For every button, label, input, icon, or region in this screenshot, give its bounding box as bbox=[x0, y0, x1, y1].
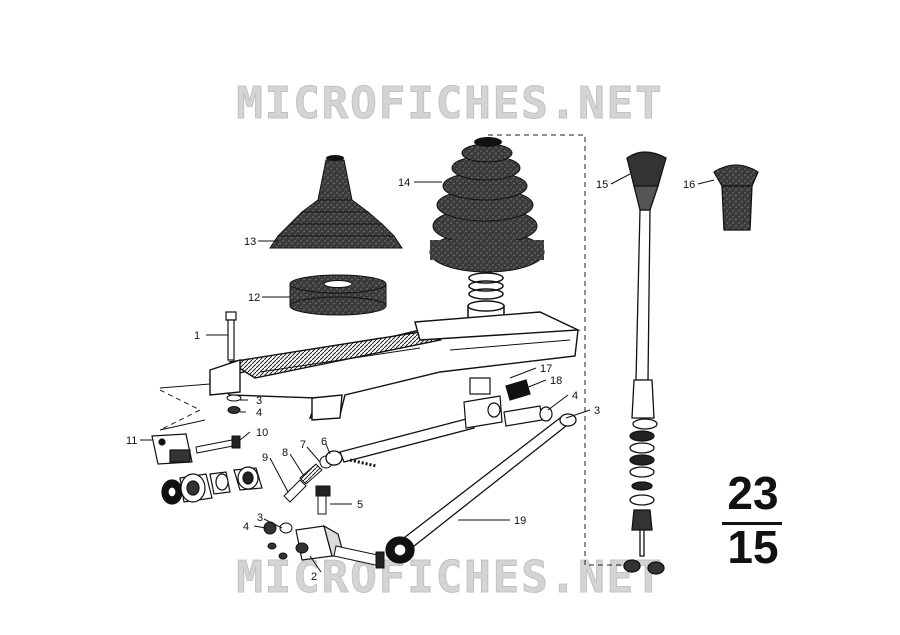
callout-label: 7 bbox=[300, 439, 306, 451]
rubber-boot-13 bbox=[269, 155, 403, 249]
small-parts-9-8-7 bbox=[283, 455, 333, 503]
nuts-3-4-lower bbox=[263, 521, 309, 560]
bolt-5 bbox=[315, 485, 331, 515]
washer-nut-3-4-frame bbox=[226, 394, 242, 414]
callout-label: 4 bbox=[572, 390, 578, 402]
watermark-bottom: MICROFICHES.NET bbox=[236, 552, 664, 604]
callout-label: 1 bbox=[194, 330, 200, 342]
callout-label: 5 bbox=[357, 499, 363, 511]
bushing-set bbox=[161, 466, 263, 505]
shift-rod bbox=[325, 417, 475, 468]
bellows-boot-14 bbox=[429, 137, 545, 273]
callout-label: 4 bbox=[256, 407, 262, 419]
bracket-11 bbox=[151, 433, 193, 465]
callout-label: 17 bbox=[540, 363, 552, 375]
gear-lever-15 bbox=[623, 151, 667, 575]
callout-label: 4 bbox=[243, 521, 249, 533]
callout-label: 10 bbox=[256, 427, 268, 439]
bolt-10 bbox=[195, 435, 241, 454]
bolt-1-lower bbox=[333, 545, 385, 569]
callout-label: 12 bbox=[248, 292, 260, 304]
callout-label: 19 bbox=[514, 515, 526, 527]
page-number-divider bbox=[722, 522, 782, 525]
callout-label: 15 bbox=[596, 179, 608, 191]
callout-label: 9 bbox=[262, 452, 268, 464]
callout-label: 3 bbox=[257, 512, 263, 524]
page-number-top: 23 bbox=[727, 467, 779, 519]
foam-ring-12 bbox=[289, 274, 387, 316]
gearshift-support-frame bbox=[159, 311, 581, 431]
page-number-bottom: 15 bbox=[727, 521, 779, 573]
callout-labels: 1 2 3 3 4 4 5 6 7 8 9 10 11 12 13 14 15 … bbox=[126, 177, 695, 583]
shift-rod-19 bbox=[385, 413, 577, 564]
callout-label: 8 bbox=[282, 447, 288, 459]
callout-label: 14 bbox=[398, 177, 410, 189]
bolt-1 bbox=[225, 311, 237, 361]
callout-label: 2 bbox=[311, 571, 317, 583]
callout-leader-lines bbox=[140, 173, 715, 573]
knob-16 bbox=[713, 164, 759, 231]
selector-block-17-18 bbox=[463, 377, 553, 429]
callout-label: 6 bbox=[321, 436, 327, 448]
callout-label: 16 bbox=[683, 179, 695, 191]
callout-label: 3 bbox=[256, 395, 262, 407]
callout-label: 11 bbox=[126, 435, 137, 447]
callout-label: 13 bbox=[244, 236, 256, 248]
assembly-guide-lines bbox=[159, 134, 625, 566]
callout-label: 3 bbox=[594, 405, 600, 417]
watermark-top: MICROFICHES.NET bbox=[236, 78, 664, 130]
callout-label: 18 bbox=[550, 375, 562, 387]
